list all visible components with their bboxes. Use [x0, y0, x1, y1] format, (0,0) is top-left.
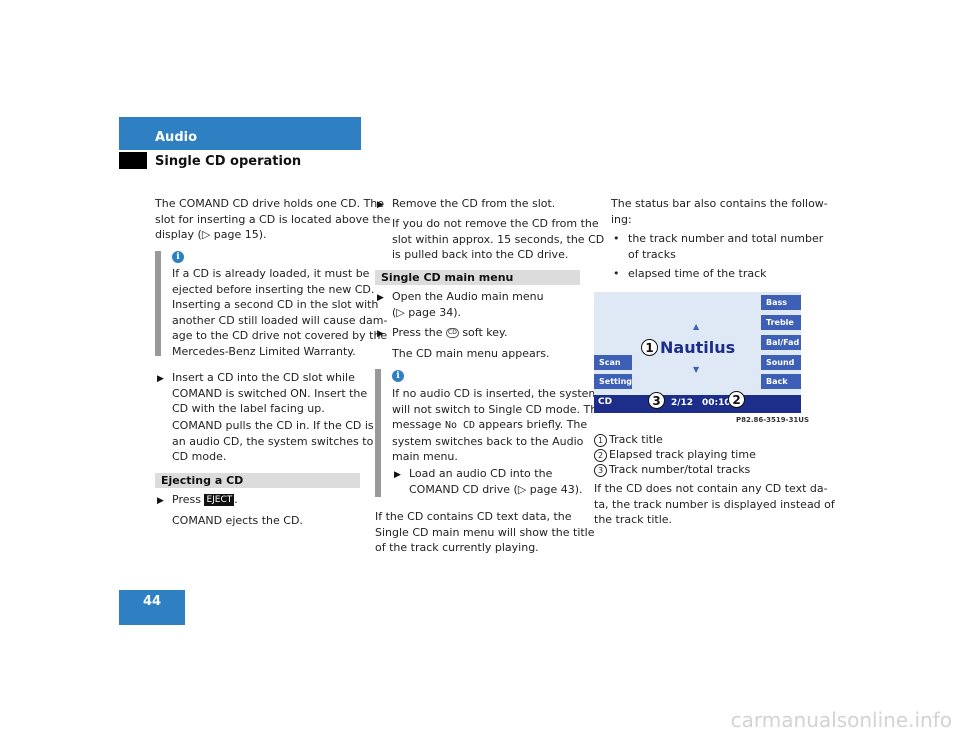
- callout-2: 2: [728, 391, 745, 408]
- info-bar: [155, 251, 161, 356]
- info-icon: i: [172, 251, 184, 263]
- cd-text-paragraph: If the CD contains CD text data, the Sin…: [375, 510, 595, 554]
- setting-softkey[interactable]: Setting: [594, 374, 632, 389]
- menu-appears-text: The CD main menu appears.: [392, 347, 550, 360]
- cd-softkey: CD: [446, 328, 459, 338]
- status-bar-intro: The status bar also contains the follow-…: [611, 197, 828, 226]
- track-title: Nautilus: [660, 338, 736, 357]
- page-number: 44: [142, 594, 162, 609]
- section-title: Audio: [155, 130, 198, 145]
- treble-softkey[interactable]: Treble: [761, 315, 801, 330]
- info-bar: [375, 369, 381, 497]
- step-insert-result: COMAND pulls the CD in. If the CD is an …: [172, 419, 374, 463]
- step-arrow-icon: ▶: [157, 374, 164, 384]
- header-bar: [119, 117, 361, 150]
- page-number-box: [119, 590, 185, 625]
- page-title: Single CD operation: [155, 154, 302, 169]
- mode-label: CD: [598, 397, 613, 407]
- callout-3: 3: [648, 392, 665, 409]
- section-heading-main-menu: Single CD main menu: [375, 270, 580, 285]
- figure-code: P82.86-3519-31US: [736, 416, 810, 424]
- step-remove-cd: Remove the CD from the slot.: [392, 197, 556, 210]
- bullet-elapsed-time: elapsed time of the track: [628, 267, 767, 280]
- sound-softkey[interactable]: Sound: [761, 355, 801, 370]
- watermark: carmanualsonline.info: [730, 708, 952, 732]
- step-arrow-icon: ▶: [157, 496, 164, 506]
- intro-paragraph: The COMAND CD drive holds one CD. The sl…: [155, 197, 391, 241]
- bullet-dot: •: [613, 267, 620, 280]
- step-open-audio-menu: Open the Audio main menu (▷ page 34).: [392, 290, 544, 319]
- remove-note: If you do not remove the CD from the slo…: [392, 217, 605, 261]
- scan-softkey[interactable]: Scan: [594, 355, 632, 370]
- header-marker: [119, 152, 147, 169]
- step-press-eject: Press EJECT.: [172, 493, 238, 506]
- eject-key: EJECT: [204, 494, 235, 506]
- track-count: 2/12: [671, 398, 694, 408]
- callout-1: 1: [641, 339, 658, 356]
- back-softkey[interactable]: Back: [761, 374, 801, 389]
- bass-softkey[interactable]: Bass: [761, 295, 801, 310]
- cd-main-menu-screen: Bass Treble Bal/Fad Sound Back Scan Sett…: [594, 292, 801, 413]
- section-heading-eject: Ejecting a CD: [155, 473, 360, 488]
- bullet-track-number: the track number and total number of tra…: [628, 232, 824, 261]
- elapsed-time: 00:10: [702, 398, 731, 408]
- info-icon: i: [392, 370, 404, 382]
- step-arrow-icon: ▶: [394, 470, 401, 480]
- step-arrow-icon: ▶: [377, 329, 384, 339]
- info-note-no-cd: If no audio CD is inserted, the system w…: [392, 387, 604, 463]
- step-press-cd-key: Press the CD soft key.: [392, 326, 508, 339]
- bullet-dot: •: [613, 232, 620, 245]
- no-cd-text-paragraph: If the CD does not contain any CD text d…: [594, 482, 835, 526]
- status-bar: CD 2/12 00:10: [594, 395, 801, 413]
- balance-fader-softkey[interactable]: Bal/Fad: [761, 335, 801, 350]
- step-arrow-icon: ▶: [377, 293, 384, 303]
- eject-result: COMAND ejects the CD.: [172, 514, 303, 527]
- scroll-down-icon: ▼: [693, 365, 700, 374]
- step-insert-cd: Insert a CD into the CD slot while COMAN…: [172, 371, 368, 415]
- info-note-warranty: If a CD is already loaded, it must be ej…: [172, 267, 388, 358]
- step-arrow-icon: ▶: [377, 200, 384, 210]
- scroll-up-icon: ▲: [693, 322, 700, 331]
- step-load-audio-cd: Load an audio CD into the COMAND CD driv…: [409, 467, 583, 496]
